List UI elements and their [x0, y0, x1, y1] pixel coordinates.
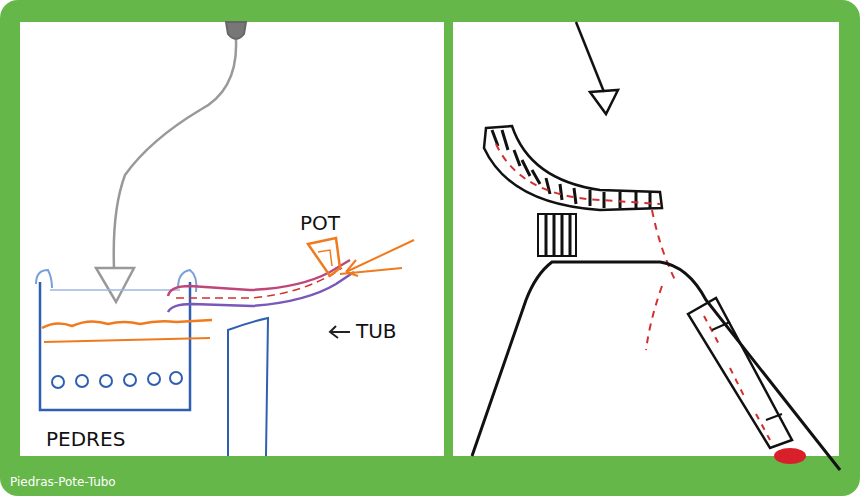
water-line	[44, 338, 210, 342]
tube-flow	[176, 268, 342, 298]
right-panel	[453, 22, 839, 456]
grey-arrow-line	[114, 40, 236, 268]
stone	[76, 375, 88, 387]
stone	[148, 373, 160, 385]
pot	[308, 238, 340, 276]
outlet-flow	[704, 316, 770, 440]
stone	[100, 375, 112, 387]
part-label: PEDRES	[46, 428, 125, 450]
container	[40, 282, 190, 410]
pot-inner	[318, 250, 332, 266]
outlet-inner	[712, 322, 782, 420]
part-label: TUB	[356, 320, 397, 342]
tube	[168, 272, 354, 312]
outlet-tube	[688, 298, 792, 448]
part-label: POT	[300, 212, 340, 234]
stand-hatch	[546, 214, 570, 256]
grey-blob	[226, 22, 246, 39]
black-arrow-line	[576, 22, 604, 92]
stones	[52, 372, 182, 388]
water-line	[42, 320, 212, 328]
pour-line	[340, 240, 414, 276]
stone	[52, 376, 64, 388]
caption: Piedras-Pote-Tubo	[10, 476, 116, 489]
funnel-flow	[496, 144, 676, 350]
stone	[124, 374, 136, 386]
mound	[472, 262, 840, 470]
left-panel	[20, 22, 444, 456]
tube-pointer	[330, 326, 350, 338]
red-drop	[774, 448, 806, 464]
support	[228, 318, 268, 456]
stand	[538, 214, 576, 256]
black-arrow-head	[590, 90, 618, 114]
container-top	[50, 289, 180, 291]
stone	[170, 372, 182, 384]
grey-arrow-head	[96, 268, 134, 302]
